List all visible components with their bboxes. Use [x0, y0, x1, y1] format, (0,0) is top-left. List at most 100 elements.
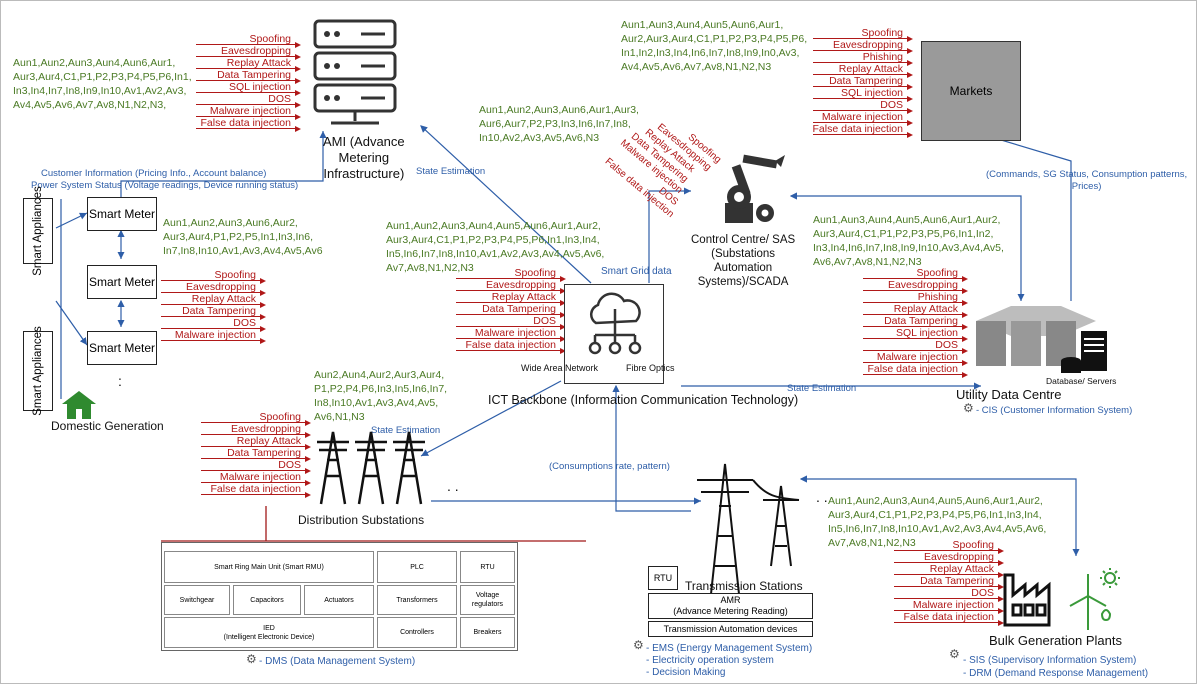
- decision-label: - Decision Making: [646, 667, 726, 678]
- cis-label: - CIS (Customer Information System): [976, 405, 1133, 416]
- threat-replay: Replay Attack: [201, 435, 311, 450]
- threat-eavesdropping: Eavesdropping: [161, 281, 266, 296]
- state-estimation-1: State Estimation: [416, 166, 486, 177]
- threat-dos: DOS: [201, 459, 311, 474]
- threat-replay: Replay Attack: [894, 563, 1004, 578]
- controllers-cell: Controllers: [377, 617, 457, 648]
- breakers-cell: Breakers: [460, 617, 515, 648]
- distribution-threat-list: Spoofing Eavesdropping Replay Attack Dat…: [201, 411, 311, 498]
- dms-label: - DMS (Data Management System): [259, 656, 416, 667]
- threat-malware: Malware injection: [456, 327, 566, 342]
- consumption-label: (Consumptions rate, pattern): [549, 461, 670, 472]
- eos-label: - Electricity operation system: [646, 655, 774, 666]
- drm-label: - DRM (Demand Response Management): [963, 668, 1149, 679]
- meter-threat-list: Spoofing Eavesdropping Replay Attack Dat…: [161, 269, 266, 344]
- ied-cell: IED (Intelligent Electronic Device): [164, 617, 374, 648]
- ict-box: [564, 284, 664, 384]
- threat-tampering: Data Tampering: [161, 305, 266, 320]
- utility-label: Utility Data Centre: [956, 387, 1062, 402]
- bulk-codes: Aun1,Aun2,Aun3,Aun4,Aun5,Aun6,Aur1,Aur2,…: [828, 495, 1047, 549]
- domestic-generation-label: Domestic Generation: [51, 419, 164, 433]
- threat-tampering: Data Tampering: [196, 69, 301, 84]
- threat-replay: Replay Attack: [161, 293, 266, 308]
- switchgear-cell: Switchgear: [164, 585, 230, 615]
- state-estimation-3: State Estimation: [371, 425, 441, 436]
- threat-spoofing: Spoofing: [456, 267, 566, 282]
- threat-false-data: False data injection: [894, 611, 1004, 626]
- customer-info-label: Customer Information (Pricing Info., Acc…: [41, 168, 267, 179]
- threat-false-data: False data injection: [813, 123, 913, 138]
- dms-table: Smart Ring Main Unit (Smart RMU) PLC RTU…: [161, 542, 518, 651]
- distribution-codes: Aun2,Aun4,Aur2,Aur3,Aur4, P1,P2,P4,P6,In…: [314, 369, 448, 423]
- threat-false-data: False data injection: [196, 117, 301, 132]
- rmu-cell: Smart Ring Main Unit (Smart RMU): [164, 551, 374, 583]
- gear-icon: ⚙: [963, 401, 974, 415]
- bulk-label: Bulk Generation Plants: [989, 633, 1122, 648]
- threat-malware: Malware injection: [863, 351, 968, 366]
- bulk-threat-list: Spoofing Eavesdropping Replay Attack Dat…: [894, 539, 1004, 626]
- threat-dos: DOS: [813, 99, 913, 114]
- power-status-label: Power System Status (Voltage readings, D…: [31, 180, 299, 191]
- wan-label: Wide Area Network: [521, 363, 599, 373]
- control-centre-label: Control Centre/ SAS (Substations Automat…: [691, 234, 796, 288]
- threat-replay: Replay Attack: [863, 303, 968, 318]
- markets-box: Markets: [921, 41, 1021, 141]
- threat-eavesdropping: Eavesdropping: [894, 551, 1004, 566]
- threat-spoofing: Spoofing: [813, 27, 913, 42]
- ami-threat-list: Spoofing Eavesdropping Replay Attack Dat…: [196, 33, 301, 132]
- threat-tampering: Data Tampering: [813, 75, 913, 90]
- plc-cell: PLC: [377, 551, 457, 583]
- gear-icon: ⚙: [949, 647, 960, 661]
- bulk-dots: . .: [816, 489, 828, 505]
- threat-tampering: Data Tampering: [201, 447, 311, 462]
- meter-codes: Aun1,Aun2,Aun3,Aun6,Aur2, Aur3,Aur4,P1,P…: [163, 217, 323, 257]
- rtu-cell: RTU: [460, 551, 515, 583]
- threat-sql: SQL injection: [813, 87, 913, 102]
- ami-codes: Aun1,Aun2,Aun3,Aun4,Aun6,Aur1, Aur3,Aur4…: [13, 57, 192, 111]
- database-icon: [976, 306, 1107, 373]
- threat-replay: Replay Attack: [196, 57, 301, 72]
- factory-icon: [1003, 573, 1051, 627]
- threat-tampering: Data Tampering: [894, 575, 1004, 590]
- threat-eavesdropping: Eavesdropping: [863, 279, 968, 294]
- transmission-label: Transmission Stations: [685, 579, 803, 593]
- ems-label: - EMS (Energy Management System): [646, 643, 813, 654]
- threat-replay: Replay Attack: [456, 291, 566, 306]
- ict-codes: Aun1,Aun2,Aun3,Aun4,Aun5,Aun6,Aur1,Aur2,…: [386, 220, 605, 274]
- ict-label: ICT Backbone (Information Communication …: [488, 393, 799, 407]
- smart-meter-3: Smart Meter: [87, 331, 157, 365]
- threat-eavesdropping: Eavesdropping: [813, 39, 913, 54]
- threat-false-data: False data injection: [201, 483, 311, 498]
- sis-label: - SIS (Supervisory Information System): [963, 655, 1137, 666]
- threat-tampering: Data Tampering: [456, 303, 566, 318]
- threat-sql: SQL injection: [863, 327, 968, 342]
- distribution-dots: . .: [447, 478, 459, 494]
- ict-threat-list: Spoofing Eavesdropping Replay Attack Dat…: [456, 267, 566, 354]
- threat-dos: DOS: [161, 317, 266, 332]
- smart-appliances-top: Smart Appliances: [23, 186, 53, 276]
- threat-replay: Replay Attack: [813, 63, 913, 78]
- threat-spoofing: Spoofing: [863, 267, 968, 282]
- threat-phishing: Phishing: [863, 291, 968, 306]
- capacitors-cell: Capacitors: [233, 585, 301, 615]
- meter-dots: :: [118, 373, 122, 389]
- utility-threat-list: Spoofing Eavesdropping Phishing Replay A…: [863, 267, 968, 378]
- fibre-label: Fibre Optics: [626, 363, 675, 373]
- utility-codes: Aun1,Aun3,Aun4,Aun5,Aun6,Aur1,Aur2, Aur3…: [813, 214, 1004, 268]
- rtu-box: RTU: [648, 566, 678, 590]
- transformers-cell: Transformers: [377, 585, 457, 615]
- threat-malware: Malware injection: [161, 329, 266, 344]
- server-icon: [313, 19, 397, 125]
- threat-malware: Malware injection: [813, 111, 913, 126]
- control-codes-top: Aun1,Aun3,Aun4,Aun5,Aun6,Aur1, Aur2,Aur3…: [621, 19, 808, 73]
- threat-malware: Malware injection: [196, 105, 301, 120]
- threat-dos: DOS: [456, 315, 566, 330]
- transmission-tower-icon: [697, 463, 800, 595]
- smart-meter-2: Smart Meter: [87, 265, 157, 299]
- gear-icon: ⚙: [633, 638, 644, 652]
- amr-box: AMR (Advance Metering Reading): [648, 593, 813, 619]
- threat-false-data: False data injection: [456, 339, 566, 354]
- threat-false-data: False data injection: [863, 363, 968, 378]
